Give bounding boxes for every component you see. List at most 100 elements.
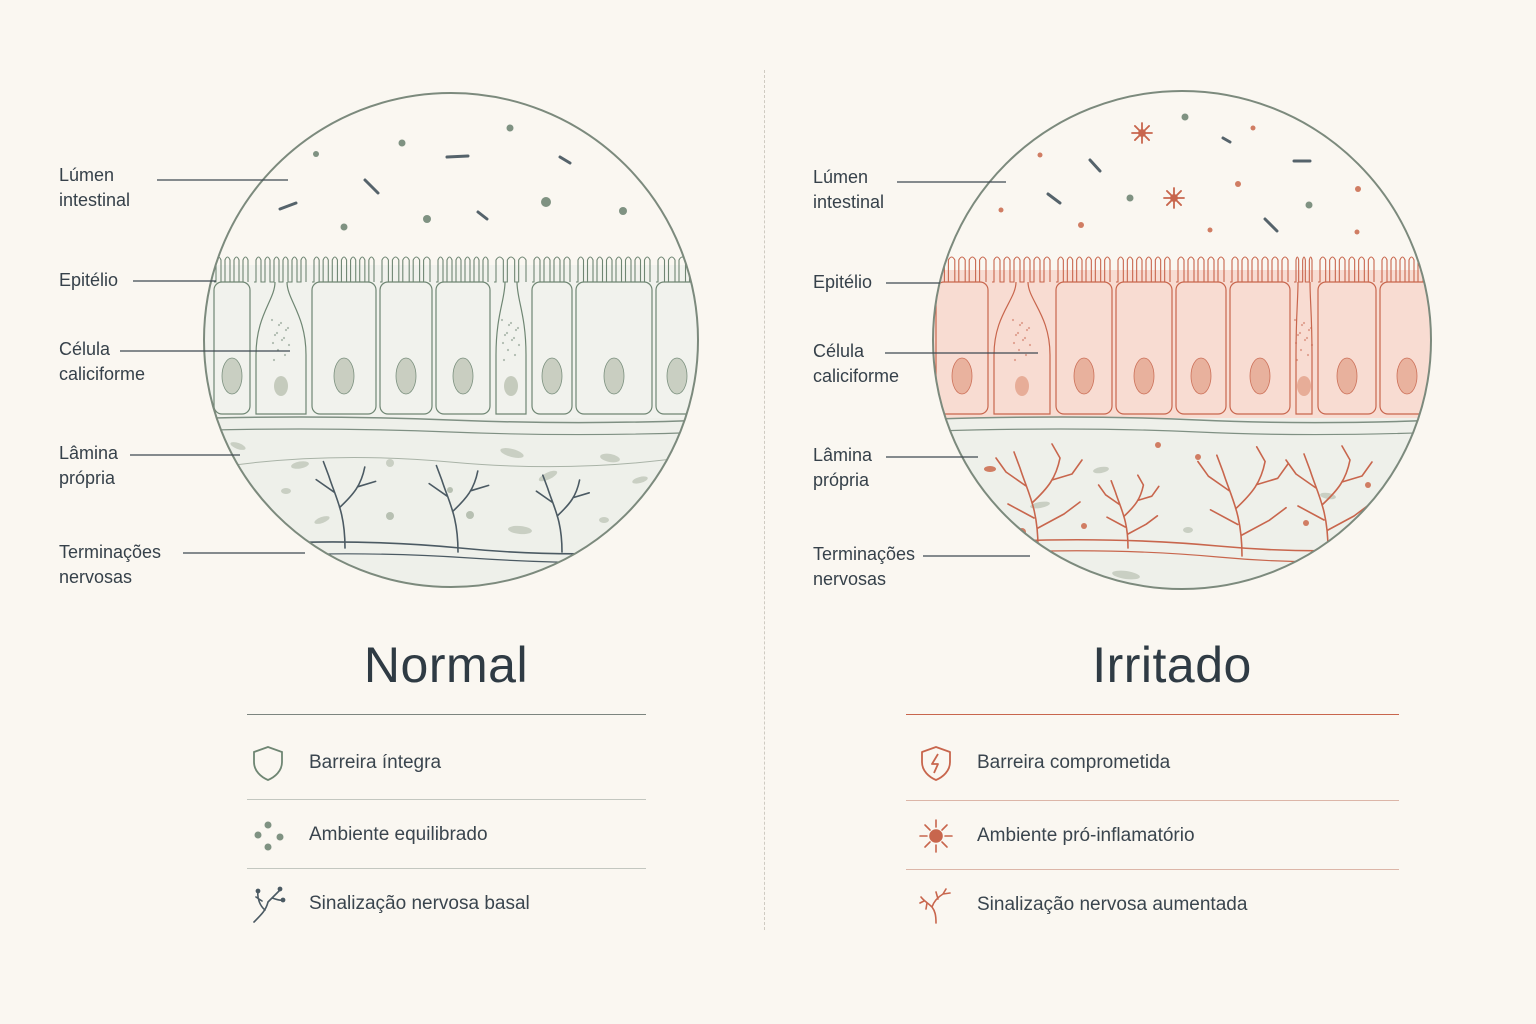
label-goblet-cell: Célula caliciforme	[59, 339, 146, 384]
panel-divider	[764, 70, 765, 930]
microvilli	[1056, 256, 1111, 283]
nerve-ending	[428, 464, 490, 553]
mucin-granule	[270, 318, 274, 322]
mucin-granule	[505, 331, 509, 335]
microvilli	[1116, 256, 1171, 283]
nerve-icon	[914, 885, 958, 925]
label-lumen: Lúmen intestinal	[59, 165, 131, 210]
mucin-granule	[1298, 331, 1302, 335]
feature-text: Ambiente pró-inflamatório	[977, 825, 1195, 846]
normal-feature-barrier: Barreira íntegra	[246, 743, 441, 783]
nucleus	[1249, 357, 1271, 395]
stromal-cell	[632, 476, 648, 484]
mucin-granule	[1014, 333, 1018, 337]
irritated-tissue-diagram	[885, 90, 1432, 590]
irritated-tissue	[933, 113, 1431, 589]
lumen-particle	[423, 215, 431, 223]
lumen-particle	[1126, 194, 1134, 202]
bacteria-rod	[1221, 136, 1232, 144]
bacteria-rod	[363, 178, 380, 195]
mucin-granule	[1020, 321, 1024, 325]
nucleus	[274, 376, 288, 396]
stromal-cell	[281, 488, 291, 494]
microvilli	[214, 256, 249, 283]
mucin-granule	[513, 353, 517, 357]
cytokine-star	[1131, 122, 1153, 144]
feature-text: Ambiente equilibrado	[309, 824, 488, 845]
dots-icon	[246, 815, 290, 855]
stromal-cell	[230, 442, 246, 450]
stromal-cell	[1030, 501, 1050, 509]
microvilli	[1380, 256, 1431, 283]
bacteria-rod	[558, 155, 572, 165]
nerve-ending	[1197, 446, 1289, 557]
irritated-circle-outline	[932, 90, 1432, 590]
stromal-cell	[600, 453, 620, 463]
stromal-cell	[386, 512, 394, 520]
lumen-particle	[398, 139, 406, 147]
lumen-particle	[1250, 125, 1256, 131]
nerve-branch	[1285, 445, 1373, 551]
nucleus	[666, 357, 688, 395]
stromal-cell	[984, 466, 996, 472]
feature-text: Barreira íntegra	[309, 752, 442, 773]
feature-text: Sinalização nervosa aumentada	[977, 894, 1248, 915]
panel-irritated: Lúmen intestinal Epitélio Célula calicif…	[768, 0, 1536, 1024]
nerve-branch	[535, 474, 590, 553]
mucin-granule	[1011, 318, 1015, 322]
mucin-granule	[517, 343, 521, 347]
epithelial-cell	[311, 281, 377, 415]
mucin-granule	[1028, 343, 1032, 347]
label-lamina-propria: Lâmina própria	[59, 443, 119, 488]
bacteria-rod	[1046, 192, 1062, 205]
nucleus	[951, 357, 973, 395]
nucleus	[1133, 357, 1155, 395]
mucin-granule	[1294, 341, 1298, 345]
stromal-cell	[1081, 523, 1087, 529]
microvilli	[532, 256, 571, 283]
nucleus	[395, 357, 417, 395]
nerve-branch	[1097, 474, 1160, 549]
mucin-granule	[1295, 358, 1299, 362]
panel-normal: Lúmen intestinal Epitélio Célula calicif…	[59, 92, 699, 923]
mucin-granule	[287, 343, 291, 347]
goblet-cell	[495, 281, 527, 415]
irritated-feature-barrier: Barreira comprometida	[914, 743, 1170, 783]
mucin-granule	[503, 333, 507, 337]
mucin-granule	[1307, 328, 1311, 332]
mucin-granule	[1025, 328, 1029, 332]
mucin-granule	[512, 336, 516, 340]
stromal-cell	[508, 525, 532, 535]
mucin-granule	[273, 333, 277, 337]
stromal-cell	[447, 487, 453, 493]
feature-divider	[247, 799, 646, 800]
stromal-cell	[1183, 527, 1193, 533]
nucleus	[221, 357, 243, 395]
star-core	[1170, 194, 1178, 202]
normal-tissue-diagram	[120, 92, 699, 588]
normal-title: Normal	[363, 637, 529, 693]
epithelial-cell	[1175, 281, 1227, 415]
stromal-cell	[500, 448, 524, 458]
mucin-granule	[1012, 341, 1016, 345]
feature-divider	[247, 868, 646, 869]
stromal-cell	[1112, 570, 1140, 580]
label-lumen: Lúmen intestinal	[813, 167, 885, 212]
microvilli	[494, 256, 527, 283]
broken-shield-icon	[914, 743, 958, 783]
mucin-granule	[284, 328, 288, 332]
star-core	[1138, 129, 1146, 137]
stromal-cell	[1365, 482, 1371, 488]
mucin-granule	[507, 323, 511, 327]
feature-text: Barreira comprometida	[977, 752, 1171, 773]
stromal-cell	[314, 516, 330, 524]
lumen-particle	[1305, 201, 1313, 209]
goblet-cell	[255, 281, 307, 415]
microvilli	[254, 256, 307, 283]
lumen-particle	[313, 151, 319, 157]
nerve-ending	[1097, 474, 1160, 549]
nucleus	[1190, 357, 1212, 395]
lumen-particle	[619, 207, 627, 215]
nucleus	[1336, 357, 1358, 395]
mucin-granule	[282, 336, 286, 340]
